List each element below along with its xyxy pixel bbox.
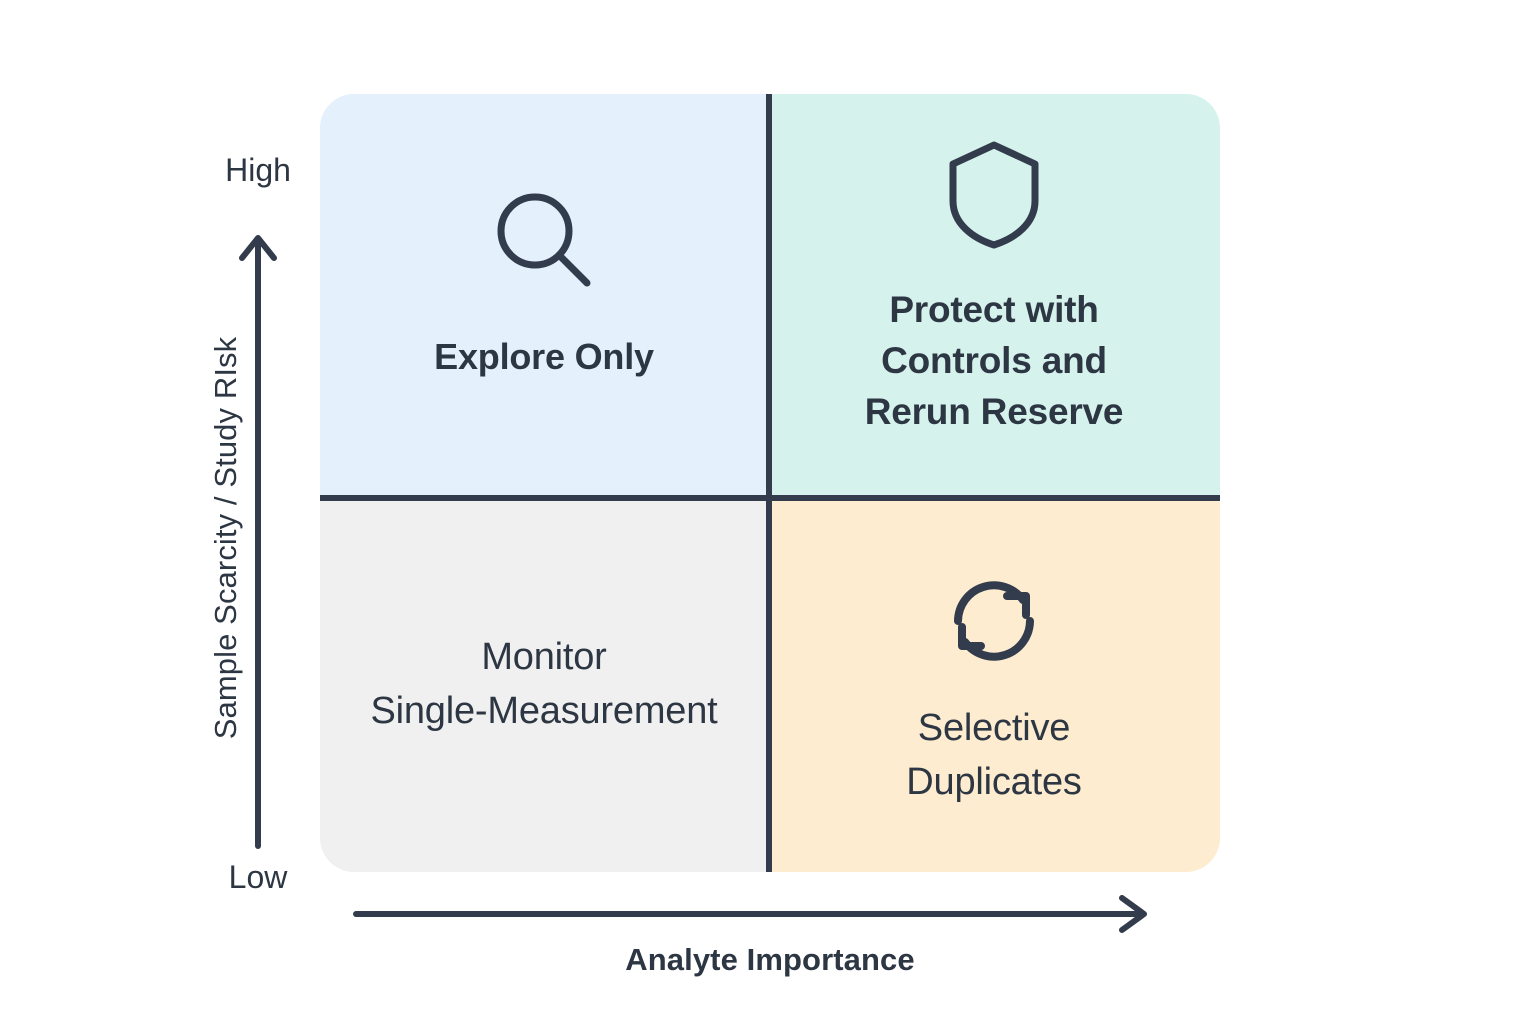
y-axis-low-label: Low	[228, 859, 288, 895]
shield-icon	[946, 139, 1042, 256]
x-axis-label: Analyte Importance	[625, 942, 915, 977]
quadrant-top-left[interactable]: Explore Only	[320, 94, 768, 498]
quadrant-bottom-left-label: Monitor Single-Measurement	[370, 636, 718, 732]
magnifier-icon	[492, 188, 596, 297]
quadrant-top-right-label: Protect with Controls and Rerun Reserve	[864, 288, 1124, 433]
quadrant-top-right[interactable]: Protect with Controls and Rerun Reserve	[768, 94, 1220, 498]
quadrant-matrix: Explore Only Protect with Controls and R…	[320, 94, 1220, 872]
quadrant-top-left-label: Explore Only	[434, 335, 654, 377]
quadrant-bottom-right-label: Selective Duplicates	[906, 707, 1082, 803]
horizontal-divider	[320, 495, 1220, 501]
vertical-divider	[766, 94, 772, 872]
y-axis-arrow	[239, 235, 277, 849]
y-axis-label: Sample Scarcity / Study RIsk	[208, 336, 243, 740]
quadrant-bottom-right[interactable]: Selective Duplicates	[768, 498, 1220, 872]
quadrant-bottom-left[interactable]: Monitor Single-Measurement	[320, 498, 768, 872]
x-axis-arrow	[353, 895, 1147, 933]
y-axis-high-label: High	[225, 152, 291, 188]
refresh-cycle-icon	[944, 571, 1044, 676]
